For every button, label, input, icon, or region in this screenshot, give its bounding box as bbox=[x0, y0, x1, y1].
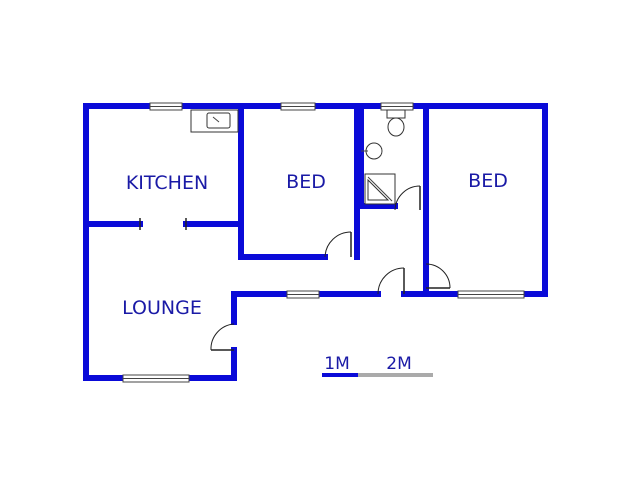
scale-label-2m: 2M bbox=[386, 354, 411, 374]
windows bbox=[122, 102, 525, 383]
room-label-bed-2: BED bbox=[468, 170, 508, 192]
basin-icon bbox=[361, 142, 383, 160]
door-bed1 bbox=[324, 231, 352, 258]
room-label-lounge: LOUNGE bbox=[122, 297, 202, 319]
door-bed2 bbox=[425, 263, 451, 289]
toilet-icon bbox=[386, 109, 406, 137]
door-corridor bbox=[377, 267, 405, 295]
door-lounge bbox=[210, 323, 235, 351]
scale-label-1m: 1M bbox=[324, 354, 349, 374]
sink-icon bbox=[190, 109, 239, 133]
walls bbox=[83, 103, 548, 381]
room-label-bed-1: BED bbox=[286, 171, 326, 193]
room-labels: KITCHEN BED BED LOUNGE bbox=[122, 170, 508, 319]
room-label-kitchen: KITCHEN bbox=[126, 172, 208, 194]
scale-bar: 1M 2M bbox=[322, 354, 433, 377]
fixtures bbox=[190, 109, 406, 205]
window-corridor bbox=[286, 290, 320, 299]
doors bbox=[139, 185, 451, 351]
window-kitchen bbox=[149, 102, 183, 111]
window-bed2 bbox=[457, 290, 525, 299]
window-lounge bbox=[122, 374, 190, 383]
window-bath bbox=[380, 102, 414, 111]
door-bath bbox=[394, 185, 421, 211]
shower-icon bbox=[364, 173, 396, 205]
window-bed1 bbox=[280, 102, 316, 111]
